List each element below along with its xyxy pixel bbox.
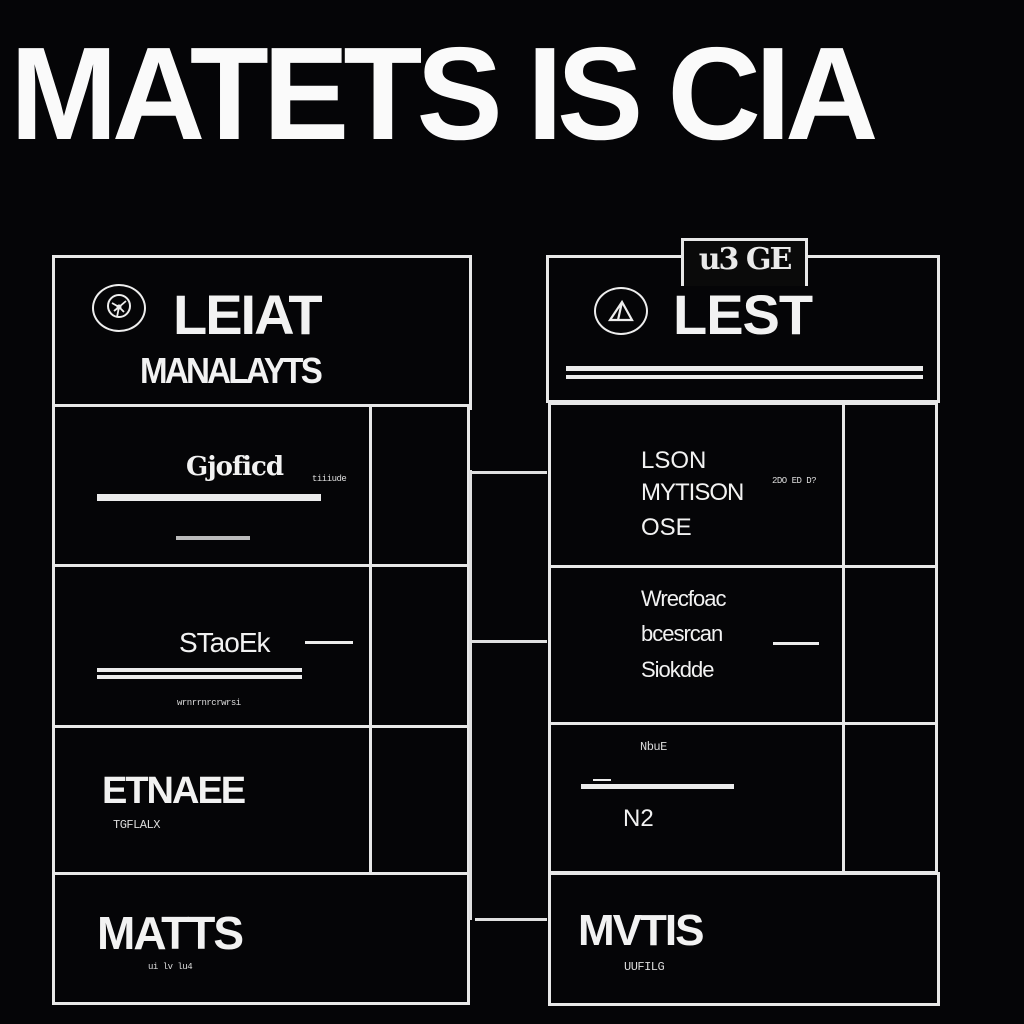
connector-spine <box>469 470 472 920</box>
brain-glyph <box>107 294 131 318</box>
right-row-1-line-2: MYTISON <box>641 479 744 506</box>
right-row-2-line-3: Siokdde <box>641 657 715 682</box>
left-row-1-progress-bar <box>97 494 321 501</box>
tent-circle-icon <box>594 287 648 335</box>
right-row-3-label: N2 <box>623 805 654 832</box>
right-row-4-label: MVTIS <box>578 906 704 955</box>
right-row-1-line-1: LSON <box>641 447 707 474</box>
left-header-subtitle: MANALAYTS <box>140 350 323 391</box>
left-row-2-progress-bar <box>97 668 302 672</box>
brain-head-icon <box>92 284 146 332</box>
left-row-1-short-bar <box>176 536 250 540</box>
left-row-2-divider <box>369 564 372 729</box>
left-row-4[interactable] <box>52 872 470 1005</box>
right-row-2[interactable] <box>548 565 938 725</box>
connector-row-2 <box>469 640 547 643</box>
connector-row-1 <box>469 471 547 474</box>
left-header-box <box>52 255 472 410</box>
right-header-badge: u3 GE <box>681 238 808 286</box>
left-row-4-secondary: ui lv lu4 <box>148 962 193 972</box>
left-header-title: LEIAT <box>173 283 323 346</box>
right-row-3-top: NbuE <box>640 740 667 754</box>
right-row-3-progress-bar <box>581 784 734 789</box>
left-row-1-divider <box>369 404 372 569</box>
right-header-title: LEST <box>673 283 813 346</box>
right-row-3-divider <box>842 722 845 874</box>
connector-row-4 <box>475 918 547 921</box>
right-row-2-line-1: Wrecfoac <box>641 586 727 611</box>
right-header-bar <box>566 366 923 371</box>
left-row-2-secondary: wrnrrnrcrwrsi <box>177 698 241 708</box>
right-row-4[interactable] <box>548 872 940 1006</box>
right-row-2-line-2: bcesrcan <box>641 621 723 646</box>
left-row-2-dash <box>305 641 353 644</box>
right-row-3-dash <box>593 779 611 781</box>
left-row-3-label: ETNAEE <box>102 770 246 812</box>
right-row-2-dash <box>773 642 819 645</box>
right-header-bar-2 <box>566 375 923 379</box>
tent-glyph <box>607 299 634 322</box>
left-row-4-label: MATTS <box>97 907 244 959</box>
left-row-1-tag: tiiiude <box>312 474 347 484</box>
left-row-3[interactable] <box>52 725 470 875</box>
left-row-3-divider <box>369 725 372 875</box>
right-row-4-secondary: UUFILG <box>624 960 665 974</box>
left-row-3-secondary: TGFLALX <box>113 818 160 832</box>
left-row-1[interactable] <box>52 404 470 569</box>
right-row-1-divider <box>842 402 845 569</box>
right-row-2-divider <box>842 565 845 725</box>
left-row-2-progress-bar-2 <box>97 675 302 679</box>
right-row-1-tag: 2DO ED D? <box>772 476 817 486</box>
right-row-3[interactable] <box>548 722 938 874</box>
right-row-1-line-3: OSE <box>641 514 692 541</box>
page-title: MATETS IS CIA <box>10 20 879 167</box>
left-row-1-label: Gjoficd <box>186 452 284 482</box>
left-row-2-label: STaoEk <box>179 627 270 658</box>
